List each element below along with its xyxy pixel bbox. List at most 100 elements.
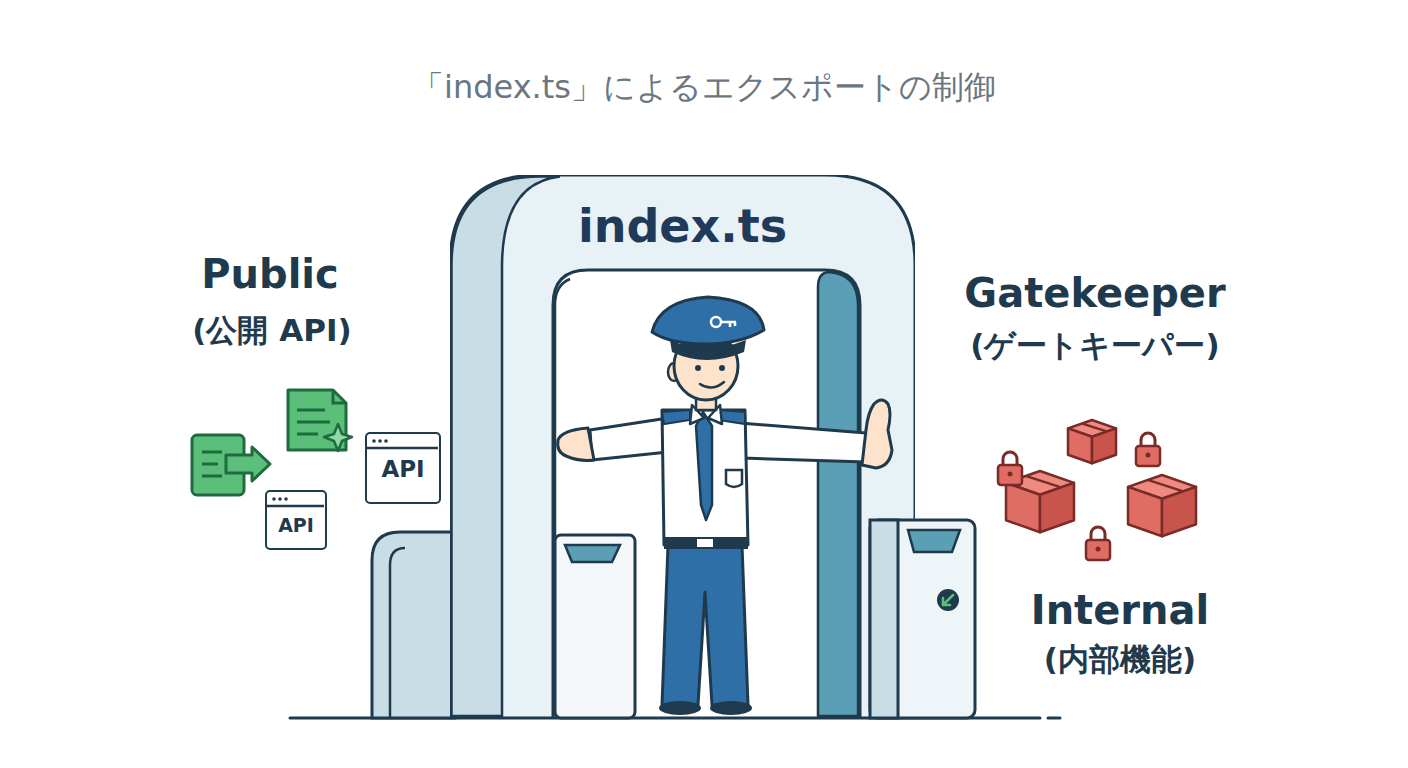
box-tape: [1082, 424, 1106, 432]
guard-figure-part: [718, 410, 745, 424]
guard-figure-part: [659, 701, 701, 715]
public-doc-icon-part: [297, 409, 325, 412]
guard-figure-part: [726, 470, 742, 487]
turnstile-left: [555, 535, 635, 718]
turnstile-left-part: [555, 535, 635, 718]
turnstile-right-part: [908, 530, 960, 552]
guard-figure-part: [697, 539, 713, 547]
internal-box: [1128, 475, 1196, 536]
guard-figure-part: [700, 382, 724, 388]
window-dot: [272, 497, 276, 501]
section-subheading: (内部機能): [1044, 639, 1196, 681]
gate-frame: [450, 175, 915, 718]
lock-icon: [1086, 527, 1110, 560]
turnstile-right-part: [937, 589, 959, 611]
turnstile-right-part: [870, 520, 975, 718]
section-subheading: (ゲートキーパー): [970, 325, 1219, 367]
box-face: [1006, 471, 1074, 495]
lock-body: [1136, 446, 1160, 466]
lock-shackle: [1091, 527, 1105, 540]
turnstile-right-part: [870, 520, 898, 718]
ground-part: [1048, 717, 1060, 720]
turnstile-right: [870, 520, 975, 718]
turnstile-back: [372, 532, 455, 718]
box-face: [1006, 483, 1040, 532]
guard-figure-part: [664, 537, 748, 549]
guard-figure-part: [662, 410, 748, 545]
guard-figure: [558, 297, 892, 715]
gate-inner-wall: [818, 272, 858, 716]
guard-figure-part: [662, 545, 748, 705]
turnstile-back-part: [372, 532, 455, 718]
guard-figure-part: [719, 365, 725, 371]
box-tape: [1148, 480, 1182, 491]
window-dot: [384, 439, 388, 443]
gate-label: index.ts: [450, 199, 915, 253]
guard-figure-part: [558, 428, 594, 461]
guard-figure-part: [670, 340, 746, 360]
api-window: API: [265, 490, 327, 550]
internal-boxes: [998, 420, 1196, 560]
public-doc-icon-part: [324, 424, 352, 451]
window-dot: [284, 497, 288, 501]
public-doc-icon-part: [202, 475, 222, 478]
guard-figure-part: [710, 701, 752, 715]
window-dot: [378, 439, 382, 443]
section-subheading: (公開 API): [192, 310, 351, 352]
internal-box: [1006, 471, 1074, 532]
guard-figure-part: [696, 392, 716, 410]
window-dot: [278, 497, 282, 501]
internal-box: [1068, 420, 1116, 463]
lock-icon: [998, 452, 1022, 485]
lock-keyhole: [1096, 547, 1101, 552]
box-face: [1092, 428, 1116, 463]
guard-figure-part: [668, 363, 680, 381]
section-heading: Internal: [1031, 587, 1210, 633]
guard-figure-part: [590, 418, 668, 460]
box-tape: [1026, 476, 1060, 487]
public-doc-icon-part: [297, 421, 330, 424]
public-doc-icon-part: [297, 433, 318, 436]
box-face: [1068, 428, 1092, 463]
guard-figure-part: [711, 317, 721, 327]
turnstile-left-part: [565, 545, 620, 562]
public-doc-icon: [288, 390, 352, 451]
box-face: [1068, 420, 1116, 437]
ground-part: [290, 717, 1040, 720]
public-doc-icon-part: [226, 447, 270, 481]
box-face: [1040, 483, 1074, 532]
ground: [290, 718, 1060, 719]
guard-figure-part: [721, 322, 736, 327]
public-doc-icon-part: [333, 390, 346, 403]
lock-body: [1086, 540, 1110, 560]
lock-keyhole: [1146, 453, 1151, 458]
lock-body: [998, 465, 1022, 485]
lock-keyhole: [1008, 472, 1013, 477]
box-face: [1162, 487, 1196, 536]
turnstile-back-part: [390, 548, 405, 718]
window-bar: [267, 492, 324, 508]
section-heading: Public: [201, 251, 339, 297]
lock-shackle: [1141, 433, 1155, 446]
api-label: API: [367, 456, 439, 482]
guard-figure-part: [674, 332, 738, 400]
guard-figure-part: [862, 400, 892, 468]
api-label: API: [267, 514, 325, 536]
public-doc-icon-part: [192, 435, 244, 495]
guard-figure-part: [652, 297, 764, 344]
api-window: API: [365, 432, 441, 504]
window-bar: [367, 434, 438, 450]
box-face: [1128, 487, 1162, 536]
section-heading: Gatekeeper: [964, 270, 1225, 316]
guard-figure-part: [662, 410, 690, 424]
public-doc-icon-part: [202, 451, 222, 454]
guard-figure-part: [690, 405, 722, 424]
public-doc-icon-part: [202, 463, 218, 466]
window-dot: [372, 439, 376, 443]
guard-figure-part: [696, 412, 712, 520]
window-bar-line: [367, 447, 438, 450]
